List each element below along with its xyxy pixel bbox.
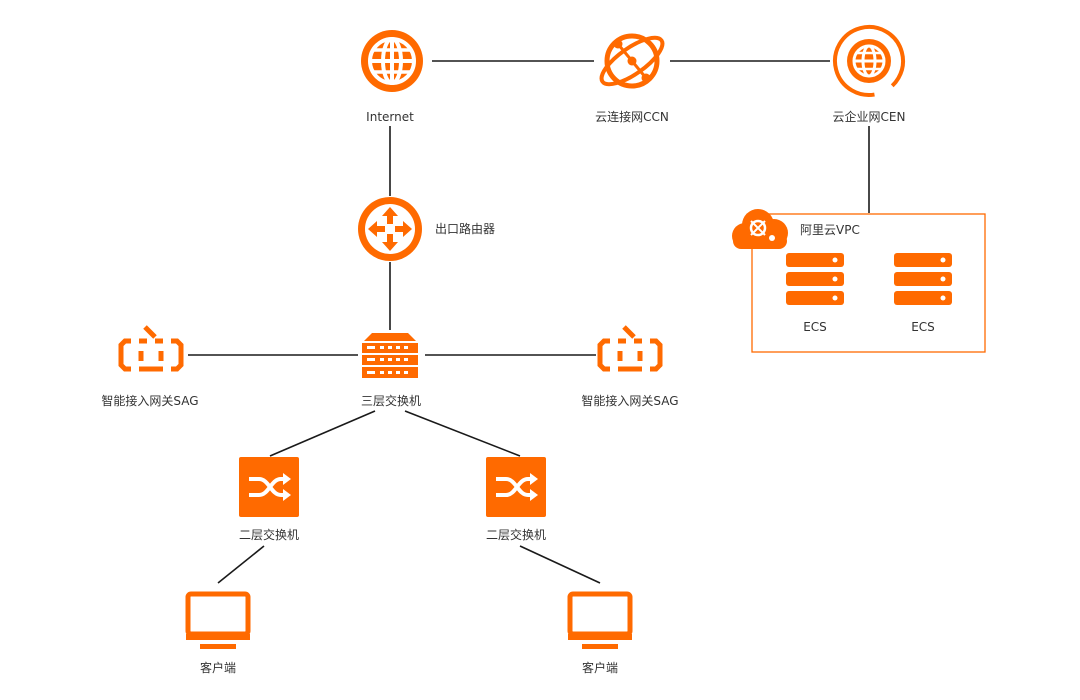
vpc-node[interactable]: 阿里云VPC (732, 209, 860, 249)
sag-gateway-icon (121, 327, 181, 369)
l2switch-right-node[interactable]: 二层交换机 (484, 455, 548, 542)
rack-switch-icon (362, 333, 418, 378)
ecs-1-label: ECS (803, 320, 827, 334)
l3switch-label: 三层交换机 (361, 393, 421, 408)
router-icon (358, 197, 422, 261)
globe-ring-icon (833, 25, 905, 97)
internet-node[interactable]: Internet (359, 28, 425, 124)
link-l2right-clientright (519, 545, 601, 584)
l2switch-left-node[interactable]: 二层交换机 (237, 455, 301, 542)
client-right-label: 客户端 (582, 660, 618, 675)
ccn-node[interactable]: 云连接网CCN (595, 30, 669, 124)
ecs-1-node[interactable]: ECS (786, 253, 844, 334)
switch-icon (237, 455, 301, 519)
client-left-label: 客户端 (200, 660, 236, 675)
connection-lines (188, 60, 870, 584)
sag-right-node[interactable]: 智能接入网关SAG (581, 327, 679, 408)
switch-icon (484, 455, 548, 519)
monitor-icon (186, 594, 250, 649)
l2switch-left-label: 二层交换机 (239, 527, 299, 542)
cen-label: 云企业网CEN (833, 109, 906, 124)
ecs-2-node[interactable]: ECS (894, 253, 952, 334)
orbit-globe-icon (599, 33, 665, 89)
router-node[interactable]: 出口路由器 (358, 197, 495, 261)
link-l3switch-l2left (269, 410, 376, 457)
sag-left-label: 智能接入网关SAG (101, 393, 198, 408)
l2switch-right-label: 二层交换机 (486, 527, 546, 542)
server-icon (786, 253, 844, 305)
client-right-node[interactable]: 客户端 (568, 594, 632, 675)
globe-icon (359, 28, 425, 94)
sag-right-label: 智能接入网关SAG (581, 393, 678, 408)
l3switch-node[interactable]: 三层交换机 (361, 333, 421, 408)
link-l3switch-l2right (404, 410, 521, 457)
vpc-group-box (751, 213, 986, 353)
internet-label: Internet (366, 110, 414, 124)
vpc-label: 阿里云VPC (800, 223, 860, 237)
cen-node[interactable]: 云企业网CEN (823, 15, 916, 124)
monitor-icon (568, 594, 632, 649)
ccn-label: 云连接网CCN (595, 109, 669, 124)
client-left-node[interactable]: 客户端 (186, 594, 250, 675)
link-l2left-clientleft (217, 545, 265, 584)
sag-gateway-icon (600, 327, 660, 369)
cloud-vpc-icon (732, 209, 788, 249)
router-label: 出口路由器 (435, 221, 495, 236)
server-icon (894, 253, 952, 305)
sag-left-node[interactable]: 智能接入网关SAG (101, 327, 199, 408)
ecs-2-label: ECS (911, 320, 935, 334)
